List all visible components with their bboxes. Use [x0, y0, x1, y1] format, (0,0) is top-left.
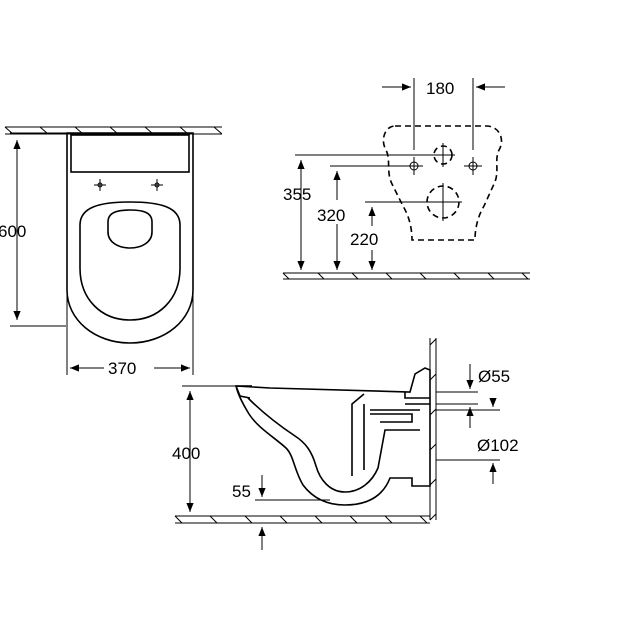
floor-strip-rear: [282, 272, 530, 280]
bowl-side-inner: [247, 397, 420, 493]
dim-dia102-label: Ø102: [477, 436, 519, 455]
rear-outline-dashed: [382, 125, 503, 241]
floor-strip-side: [174, 515, 430, 524]
water-surface: [107, 209, 153, 249]
dim-dia55-label: Ø55: [478, 367, 510, 386]
inlet-detail: [404, 392, 430, 405]
dim-355-label: 355: [283, 185, 311, 204]
rear-view: 180 355 320 220: [282, 78, 530, 280]
bowl-side-outline: [234, 367, 431, 506]
dim-600-label: 600: [0, 222, 26, 241]
fixing-hole-left-rear: [405, 157, 423, 175]
dim-400-label: 400: [172, 444, 200, 463]
top-view: 600 370: [0, 126, 223, 378]
dim-320-label: 320: [317, 206, 345, 225]
dim-180-label: 180: [426, 79, 454, 98]
mounting-hole-right: [151, 179, 163, 191]
fixing-hole-right-rear: [464, 157, 482, 175]
mounting-hole-left: [94, 179, 106, 191]
dim-220-label: 220: [350, 230, 378, 249]
trapway: [351, 393, 420, 476]
wall-strip-top: [4, 126, 223, 135]
water-inlet-rear: [431, 143, 455, 167]
rear-plate-top: [70, 134, 190, 173]
rim-lip: [235, 385, 251, 399]
dim-55-label: 55: [232, 482, 251, 501]
side-view: 400 55 Ø55 Ø102: [172, 338, 519, 550]
bowl-inner-top: [79, 201, 181, 321]
wall-strip-side: [429, 338, 437, 521]
dim-370-label: 370: [108, 359, 136, 378]
bowl-outline-top: [66, 132, 194, 344]
waste-outlet-rear: [424, 183, 462, 221]
